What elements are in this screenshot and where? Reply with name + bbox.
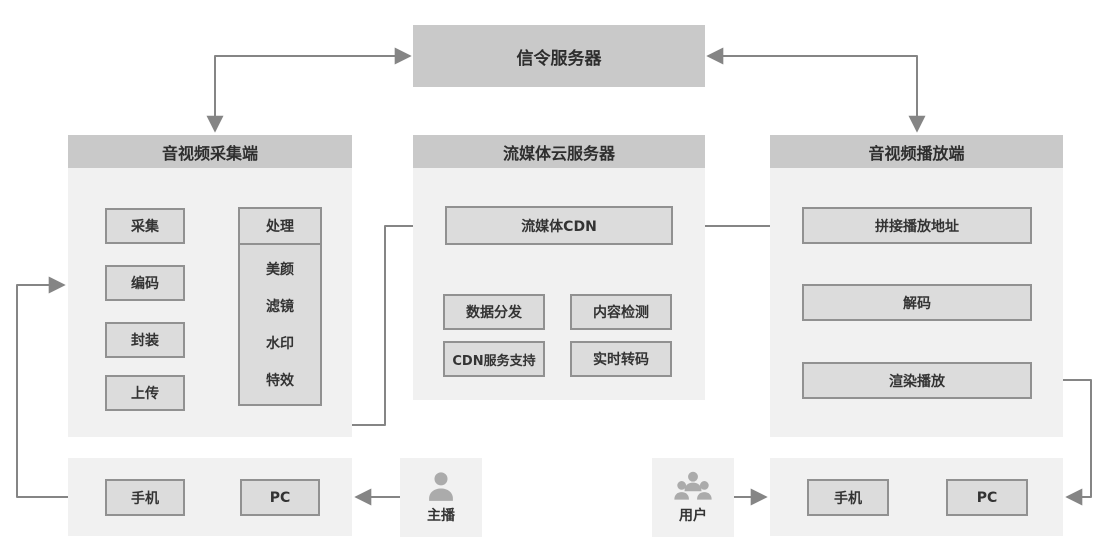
media-cloud-panel-header: 流媒体云服务器	[413, 135, 705, 168]
viewer-phone-label: 手机	[834, 490, 862, 507]
node-package-label: 封装	[131, 333, 159, 349]
node-upload: 上传	[105, 375, 185, 411]
node-data-distribution: 数据分发	[443, 294, 545, 330]
node-streaming-cdn: 流媒体CDN	[445, 206, 673, 245]
node-process-label: 处理	[266, 219, 294, 235]
anchor-pc-label: PC	[269, 489, 291, 506]
capture-panel-header: 音视频采集端	[68, 135, 352, 168]
playback-panel-header: 音视频播放端	[770, 135, 1063, 168]
node-cdn-support: CDN服务支持	[443, 341, 545, 377]
node-collect-label: 采集	[131, 219, 159, 235]
effect-special: 特效	[266, 372, 294, 389]
node-content-detection-label: 内容检测	[593, 305, 649, 321]
node-encode: 编码	[105, 265, 185, 301]
users-tile: 用户	[652, 458, 734, 537]
node-render-play: 渲染播放	[802, 362, 1032, 399]
node-realtime-transcode: 实时转码	[570, 341, 672, 377]
node-play-address: 拼接播放地址	[802, 207, 1032, 244]
viewer-pc-box: PC	[946, 479, 1028, 516]
node-process: 处理	[238, 207, 322, 245]
node-realtime-transcode-label: 实时转码	[593, 352, 649, 368]
node-cdn-support-label: CDN服务支持	[452, 353, 536, 369]
node-collect: 采集	[105, 208, 185, 244]
users-group-icon	[674, 471, 712, 500]
media-cloud-panel-title: 流媒体云服务器	[502, 143, 615, 163]
connector-devices-capture	[16, 276, 68, 498]
anchor-tile: 主播	[400, 458, 482, 537]
effect-filter: 滤镜	[266, 299, 294, 316]
playback-panel-title: 音视频播放端	[868, 143, 965, 163]
node-package: 封装	[105, 322, 185, 358]
capture-panel-title: 音视频采集端	[161, 143, 258, 163]
effects-list-box: 美颜 滤镜 水印 特效	[238, 245, 322, 406]
anchor-phone-label: 手机	[131, 490, 159, 507]
users-label: 用户	[679, 508, 707, 524]
connector-signaling-playback	[706, 47, 926, 133]
node-decode: 解码	[802, 284, 1032, 321]
anchor-pc-box: PC	[240, 479, 320, 516]
node-upload-label: 上传	[131, 386, 159, 402]
effect-watermark: 水印	[266, 335, 294, 352]
connector-signaling-capture	[206, 47, 412, 133]
node-content-detection: 内容检测	[570, 294, 672, 330]
node-data-distribution-label: 数据分发	[466, 305, 522, 321]
signaling-server-box: 信令服务器	[413, 25, 705, 87]
node-render-play-label: 渲染播放	[889, 373, 945, 390]
node-streaming-cdn-label: 流媒体CDN	[521, 218, 597, 235]
anchor-phone-box: 手机	[105, 479, 185, 516]
signaling-server-label: 信令服务器	[516, 48, 602, 69]
node-decode-label: 解码	[903, 295, 931, 312]
anchor-label: 主播	[427, 508, 455, 524]
effect-beauty: 美颜	[266, 262, 294, 279]
node-play-address-label: 拼接播放地址	[875, 218, 959, 235]
viewer-phone-box: 手机	[807, 479, 889, 516]
person-icon	[429, 472, 453, 501]
viewer-pc-label: PC	[976, 489, 998, 506]
node-encode-label: 编码	[131, 276, 159, 292]
